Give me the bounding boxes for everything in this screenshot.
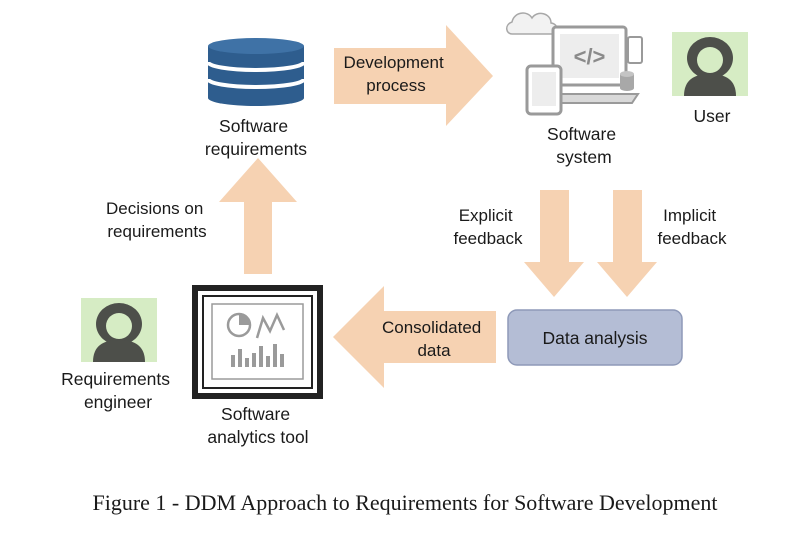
user-label: User <box>694 106 731 126</box>
engineer-avatar-icon <box>81 298 157 362</box>
requirements-engineer-label: Requirements engineer <box>61 369 175 412</box>
development-process-arrow <box>334 25 493 126</box>
implicit-feedback-arrow <box>597 190 657 297</box>
svg-text:</>: </> <box>574 44 606 69</box>
analytics-tool-icon <box>192 285 323 399</box>
explicit-feedback-arrow <box>524 190 584 297</box>
cloud-icon <box>506 12 558 35</box>
data-analysis-box <box>507 309 683 366</box>
development-process-label: Development process <box>344 53 449 95</box>
explicit-feedback-label: Explicit feedback <box>454 206 523 248</box>
database-icon <box>206 38 306 106</box>
software-system-label: Software system <box>547 124 621 167</box>
software-analytics-tool-label: Software analytics tool <box>207 404 308 447</box>
user-avatar-icon <box>672 32 748 96</box>
decisions-on-requirements-label: Decisions on requirements <box>106 199 208 241</box>
data-analysis-label: Data analysis <box>542 328 647 348</box>
consolidated-data-label: Consolidated data <box>382 318 486 360</box>
implicit-feedback-label: Implicit feedback <box>658 206 727 248</box>
software-requirements-label: Software requirements <box>205 116 307 159</box>
consolidated-data-arrow <box>333 286 496 388</box>
figure-caption: Figure 1 - DDM Approach to Requirements … <box>92 490 718 515</box>
software-system-icon: </> <box>506 12 643 116</box>
decisions-arrow <box>219 158 297 274</box>
